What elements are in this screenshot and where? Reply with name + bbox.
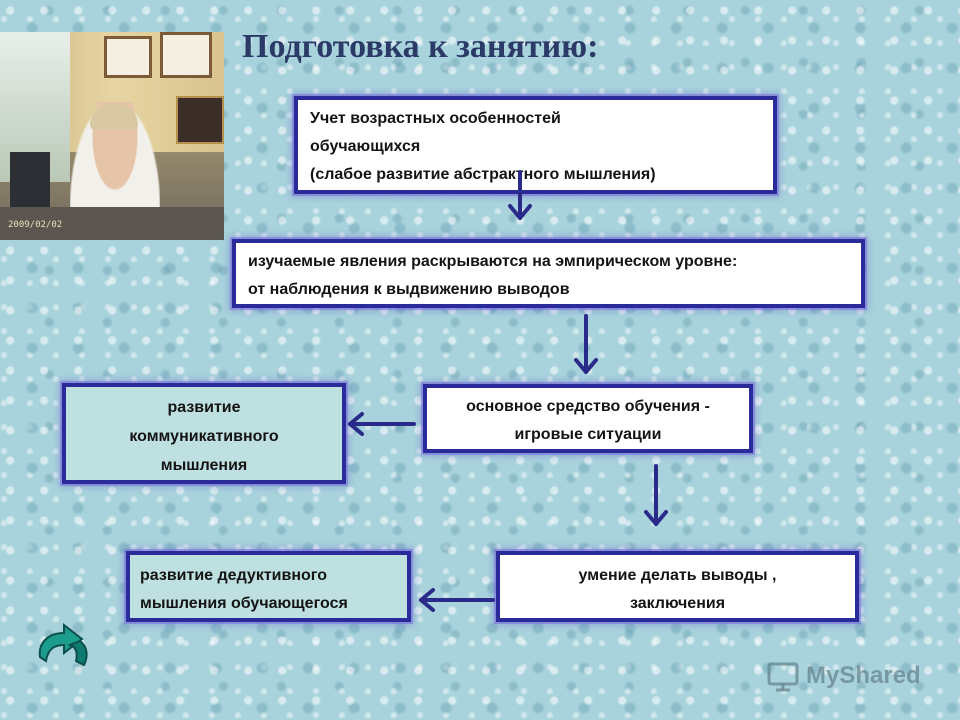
game-situations-box: основное средство обучения - игровые сит… (423, 384, 753, 453)
box-text-line: игровые ситуации (514, 426, 662, 443)
photo-certificate-frame (104, 36, 152, 78)
photo-desk (0, 207, 224, 240)
presentation-icon (767, 662, 799, 692)
photo-monitor (10, 152, 50, 212)
communicative-thinking-box: развитие коммуникативного мышления (62, 383, 346, 484)
photo-date-stamp: 2009/02/02 (8, 220, 63, 230)
box-text-line: изучаемые явления раскрываются на эмпири… (248, 253, 738, 270)
age-features-box: Учет возрастных особенностей обучающихся… (294, 96, 777, 194)
box-text-line: умение делать выводы , (578, 567, 777, 584)
box-text-line: Учет возрастных особенностей (310, 110, 561, 127)
photo-icon-picture (176, 96, 224, 144)
back-arrow-icon[interactable] (26, 617, 96, 671)
back-arrow-icon-graphic (38, 622, 88, 667)
box-text-line: мышления обучающегося (140, 595, 348, 612)
box-text-line: мышления (160, 457, 248, 474)
slide-title: Подготовка к занятию: (242, 28, 599, 65)
teacher-photo: 2009/02/02 (0, 32, 224, 240)
box-text-line: основное средство обучения - (466, 398, 710, 415)
box-text-line: (слабое развитие абстрактного мышления) (310, 166, 656, 183)
box-text-line: обучающихся (310, 138, 421, 155)
box-text-line: от наблюдения к выдвижению выводов (248, 281, 570, 298)
empirical-level-box: изучаемые явления раскрываются на эмпири… (232, 239, 865, 308)
arrow-head (419, 588, 435, 612)
box-text-line: заключения (629, 595, 726, 612)
box-text-line: развитие дедуктивного (140, 567, 327, 584)
arrow-head (348, 412, 364, 436)
box-text-line: коммуникативного (129, 428, 279, 445)
photo-teacher-hair (90, 104, 138, 130)
conclusions-skill-box: умение делать выводы , заключения (496, 551, 859, 622)
box-text-line: развитие (167, 399, 241, 416)
watermark: MyShared (766, 656, 921, 696)
photo-certificate-frame (160, 32, 212, 78)
watermark-text: MyShared (806, 662, 921, 689)
deductive-thinking-box: развитие дедуктивного мышления обучающег… (126, 551, 411, 622)
arrow-head (644, 510, 668, 526)
arrow-head (574, 358, 598, 374)
arrow-head (508, 204, 532, 220)
